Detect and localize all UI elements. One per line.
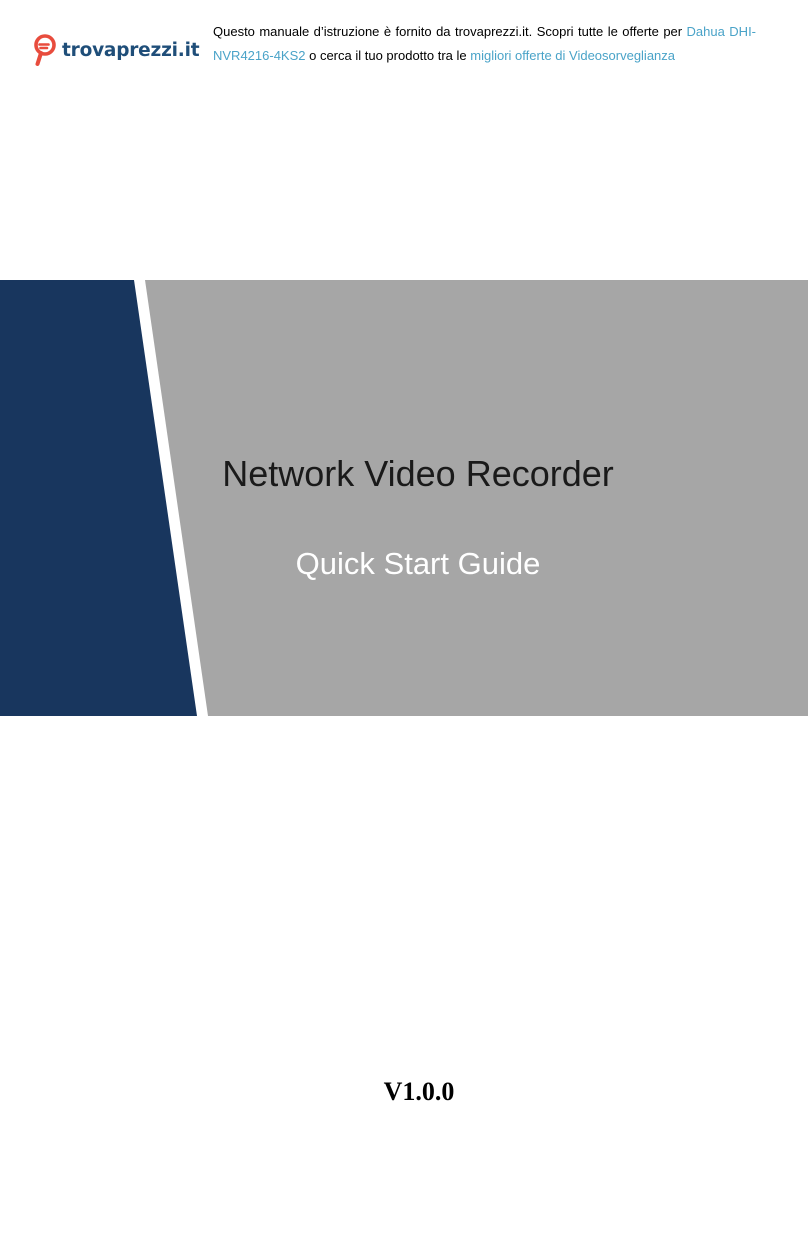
- notice-text-2: o cerca il tuo prodotto tra le: [305, 48, 471, 63]
- notice-text-1: Questo manuale d’istruzione è fornito da…: [213, 24, 687, 39]
- cover-title: Network Video Recorder: [222, 453, 614, 494]
- navy-panel: [0, 280, 197, 716]
- version-label: V1.0.0: [383, 1077, 455, 1106]
- trovaprezzi-logo[interactable]: trovaprezzi.it: [33, 33, 200, 67]
- notice-line-1: Questo manuale d’istruzione è fornito da…: [213, 20, 756, 44]
- cover-banner: [0, 280, 808, 716]
- logo-wordmark: trovaprezzi.it: [62, 39, 200, 61]
- source-notice: Questo manuale d’istruzione è fornito da…: [213, 20, 756, 68]
- product-link-part-1[interactable]: Dahua DHI-: [686, 24, 757, 39]
- product-link-part-2[interactable]: NVR4216-4KS2: [213, 48, 306, 63]
- offers-link[interactable]: migliori offerte di Videosorveglianza: [470, 48, 676, 63]
- magnifier-logo-icon: [34, 34, 56, 66]
- cover-subtitle: Quick Start Guide: [295, 546, 541, 581]
- banner-graphic: [0, 280, 808, 716]
